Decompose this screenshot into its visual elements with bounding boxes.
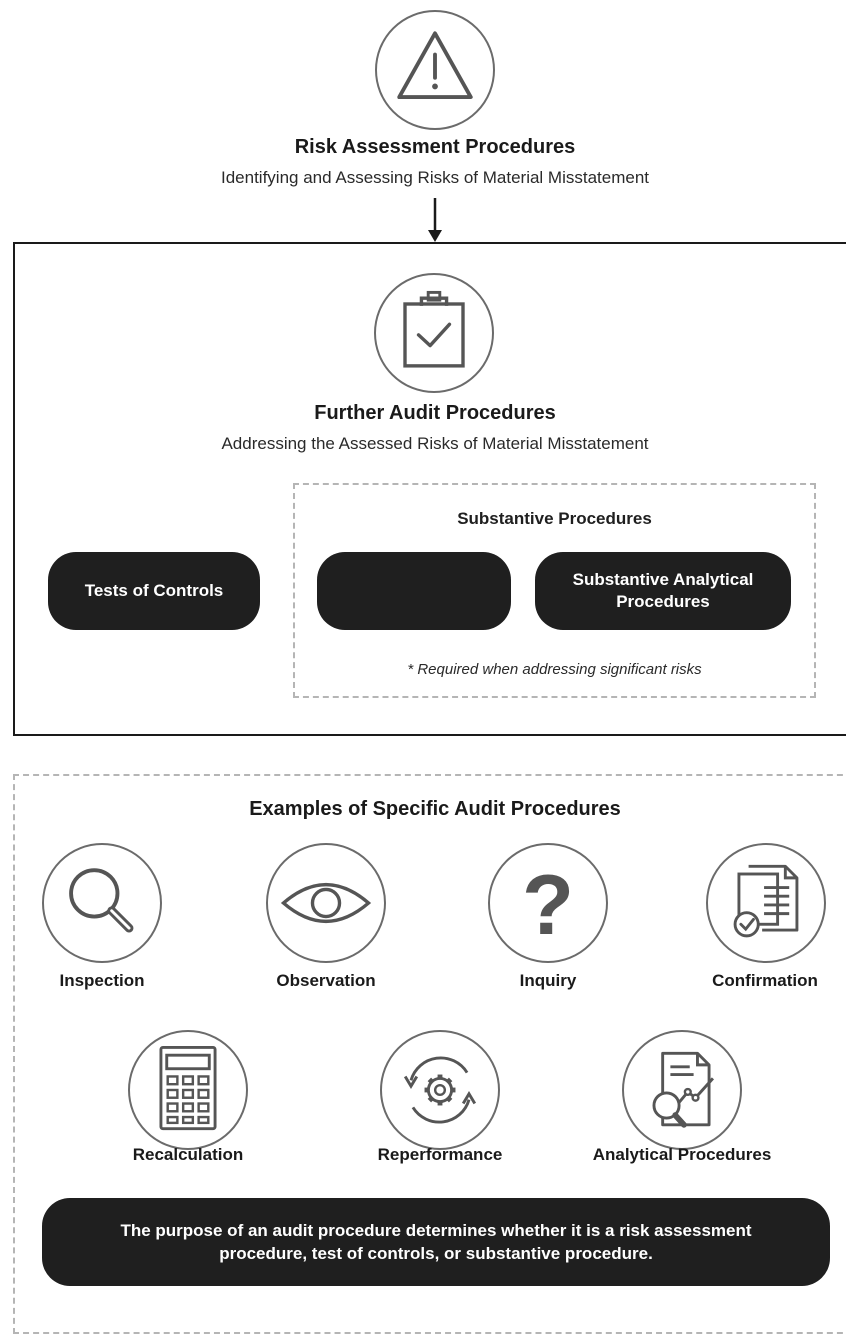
recalculation-icon-circle	[128, 1030, 248, 1150]
substantive-footnote: * Required when addressing significant r…	[407, 661, 702, 678]
further-audit-title: Further Audit Procedures	[314, 402, 556, 424]
inquiry-icon-circle: ?	[488, 843, 608, 963]
inquiry-label: Inquiry	[519, 971, 577, 990]
purpose-line1: The purpose of an audit procedure determ…	[120, 1221, 752, 1240]
risk-assessment-icon-circle	[375, 10, 495, 130]
gear-cycle-icon	[403, 1056, 477, 1124]
question-mark-icon: ?	[522, 858, 574, 953]
risk-assessment-title: Risk Assessment Procedures	[294, 136, 576, 158]
document-check-icon	[733, 864, 799, 938]
analytical-procedures-label: Analytical Procedures	[592, 1145, 772, 1164]
substantive-analytical-pill: Substantive Analytical Procedures	[535, 552, 791, 630]
inspection-label: Inspection	[59, 971, 145, 990]
magnifier-icon	[69, 868, 134, 933]
tests-of-details-pill	[317, 552, 511, 630]
reperformance-label: Reperformance	[377, 1145, 503, 1164]
examples-heading: Examples of Specific Audit Procedures	[249, 798, 621, 820]
substantive-analytical-line1: Substantive Analytical	[572, 570, 754, 589]
substantive-analytical-line2: Procedures	[616, 592, 710, 611]
calculator-icon	[159, 1046, 217, 1131]
recalculation-label: Recalculation	[132, 1145, 244, 1164]
warning-icon	[397, 31, 473, 99]
confirmation-label: Confirmation	[712, 971, 818, 990]
eye-icon	[280, 883, 372, 923]
risk-assessment-subtitle: Identifying and Assessing Risks of Mater…	[220, 168, 650, 187]
observation-label: Observation	[276, 971, 376, 990]
further-audit-subtitle: Addressing the Assessed Risks of Materia…	[221, 434, 649, 453]
tests-of-controls-pill: Tests of Controls	[48, 552, 260, 630]
reperformance-icon-circle	[380, 1030, 500, 1150]
further-audit-box	[13, 242, 846, 736]
svg-text:?: ?	[522, 858, 574, 953]
substantive-procedures-box	[293, 483, 816, 698]
further-audit-icon-circle	[374, 273, 494, 393]
analytical-procedures-icon-circle	[622, 1030, 742, 1150]
substantive-procedures-heading: Substantive Procedures	[457, 509, 652, 528]
purpose-banner: The purpose of an audit procedure determ…	[42, 1198, 830, 1286]
purpose-line2: procedure, test of controls, or substant…	[219, 1244, 653, 1263]
inspection-icon-circle	[42, 843, 162, 963]
down-arrow-icon	[428, 198, 442, 242]
observation-icon-circle	[266, 843, 386, 963]
document-chart-icon	[652, 1051, 715, 1128]
confirmation-icon-circle	[706, 843, 826, 963]
clipboard-check-icon	[403, 290, 465, 368]
